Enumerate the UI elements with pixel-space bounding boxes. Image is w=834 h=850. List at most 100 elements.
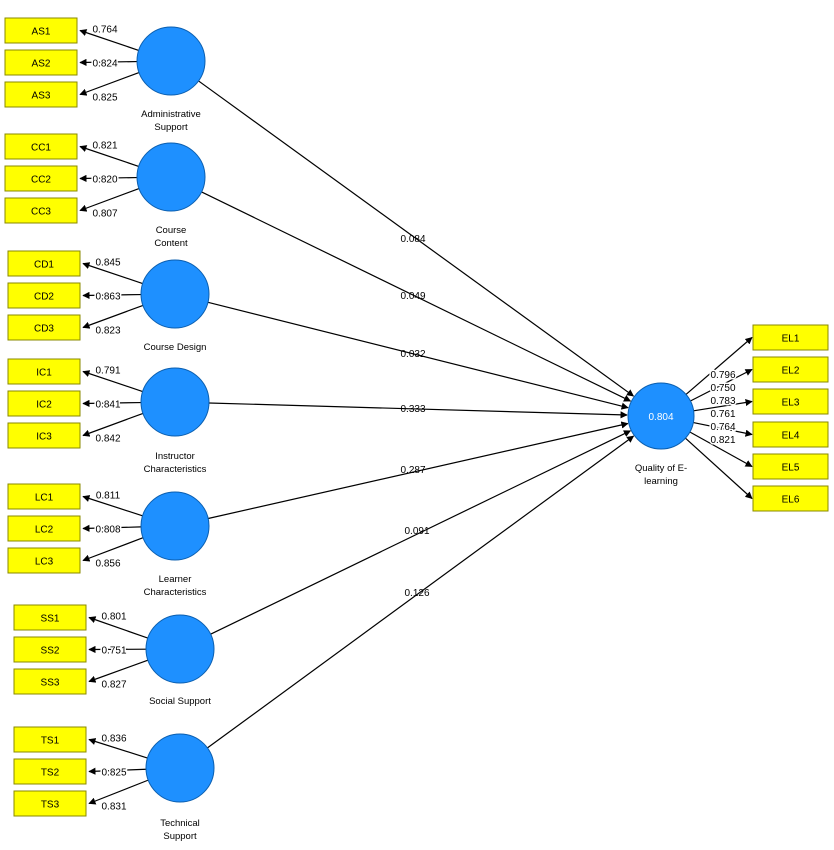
indicator-label: EL3 [782, 398, 800, 409]
loading-value: 0.825 [101, 768, 126, 779]
loading-value: 0.841 [95, 400, 120, 411]
loading-value: 0.783 [710, 396, 735, 407]
path-arrow [201, 191, 632, 402]
construct-circle [140, 367, 210, 437]
path-arrow [208, 421, 629, 520]
loading-value: 0.761 [710, 409, 735, 420]
loading-arrow [689, 431, 753, 468]
indicator-label: LC1 [35, 493, 54, 504]
indicator-label: TS2 [41, 768, 60, 779]
indicator-box [4, 197, 78, 224]
loading-arrow [82, 399, 142, 407]
loading-value: 0.821 [710, 435, 735, 446]
indicator-box [7, 547, 81, 574]
loading-arrow [79, 187, 140, 212]
indicator-label: LC3 [35, 557, 54, 568]
loading-arrow [88, 738, 148, 759]
loading-value: 0.796 [710, 370, 735, 381]
loading-value: 0.801 [101, 612, 126, 623]
path-arrow [207, 301, 629, 410]
indicator-label: CD2 [34, 292, 54, 303]
indicator-box [4, 165, 78, 192]
indicator-box [7, 358, 81, 385]
loading-arrow [693, 398, 753, 412]
indicator-label: AS1 [32, 27, 51, 38]
indicator-label: SS1 [41, 614, 60, 625]
indicator-label: AS3 [32, 91, 51, 102]
loading-value: 0.791 [95, 366, 120, 377]
path-arrow [208, 402, 628, 419]
construct-label: Support [154, 122, 188, 133]
path-arrow [210, 430, 632, 635]
loading-value: 0.831 [101, 802, 126, 813]
path-coefficient: 0.287 [400, 465, 425, 476]
outcome-circle [627, 382, 695, 450]
loading-value: 0.821 [92, 141, 117, 152]
loading-arrow [693, 421, 753, 437]
loading-value: 0.823 [95, 326, 120, 337]
loading-arrow [79, 29, 139, 51]
loading-arrow [88, 779, 149, 805]
construct-circle [136, 142, 206, 212]
indicator-label: AS2 [32, 59, 51, 70]
indicator-label: EL2 [782, 366, 800, 377]
indicator-box [4, 49, 78, 76]
indicator-box [752, 453, 829, 480]
path-coefficient: 0.091 [404, 526, 429, 537]
indicator-box [7, 422, 81, 449]
loading-arrow [82, 412, 144, 437]
indicator-box [13, 636, 87, 663]
loading-arrow [79, 145, 139, 167]
loading-arrow [82, 370, 143, 393]
indicator-label: CC1 [31, 143, 51, 154]
indicator-box [7, 515, 81, 542]
indicator-label: EL4 [782, 431, 800, 442]
loading-value: 0.842 [95, 434, 120, 445]
loading-value: 0.827 [101, 680, 126, 691]
loading-value: 0.820 [92, 175, 117, 186]
loading-value: 0.836 [101, 734, 126, 745]
loading-arrow [685, 337, 753, 395]
loading-value: 0.845 [95, 258, 120, 269]
loading-value: 0.764 [710, 422, 735, 433]
indicator-box [752, 356, 829, 383]
construct-label: Administrative [141, 109, 201, 120]
path-arrow [207, 435, 635, 749]
path-coefficient: 0.333 [400, 404, 425, 415]
construct-label: Content [154, 238, 188, 249]
loading-arrow [88, 767, 147, 775]
loading-arrow [82, 291, 142, 299]
construct-label: Course Design [144, 342, 207, 353]
loading-value: 0.807 [92, 209, 117, 220]
indicator-label: EL6 [782, 495, 800, 506]
loading-value: 0.811 [96, 491, 121, 502]
indicator-box [752, 421, 829, 448]
loading-value: 0.808 [95, 525, 120, 536]
indicator-label: LC2 [35, 525, 54, 536]
indicator-label: EL5 [782, 463, 800, 474]
loading-arrow [88, 659, 149, 683]
outcome-label: learning [644, 476, 678, 487]
indicator-box [4, 17, 78, 44]
indicator-label: SS3 [41, 678, 60, 689]
construct-circle [145, 733, 215, 803]
construct-circle [140, 259, 210, 329]
indicator-label: TS1 [41, 736, 60, 747]
indicator-box [13, 604, 87, 631]
indicator-box [7, 314, 81, 341]
path-coefficient: 0.126 [404, 588, 429, 599]
indicator-label: TS3 [41, 800, 60, 811]
loading-arrow [79, 71, 140, 96]
indicator-label: CD3 [34, 324, 54, 335]
loading-value: 0.750 [710, 383, 735, 394]
loading-arrow [82, 262, 143, 285]
construct-label: Technical [160, 818, 200, 829]
loading-value: 0.863 [95, 292, 120, 303]
indicator-box [13, 726, 87, 753]
indicator-label: IC3 [36, 432, 52, 443]
construct-label: Learner [159, 574, 192, 585]
loading-value: 0.825 [92, 93, 117, 104]
construct-circle [140, 491, 210, 561]
indicator-box [7, 250, 81, 277]
